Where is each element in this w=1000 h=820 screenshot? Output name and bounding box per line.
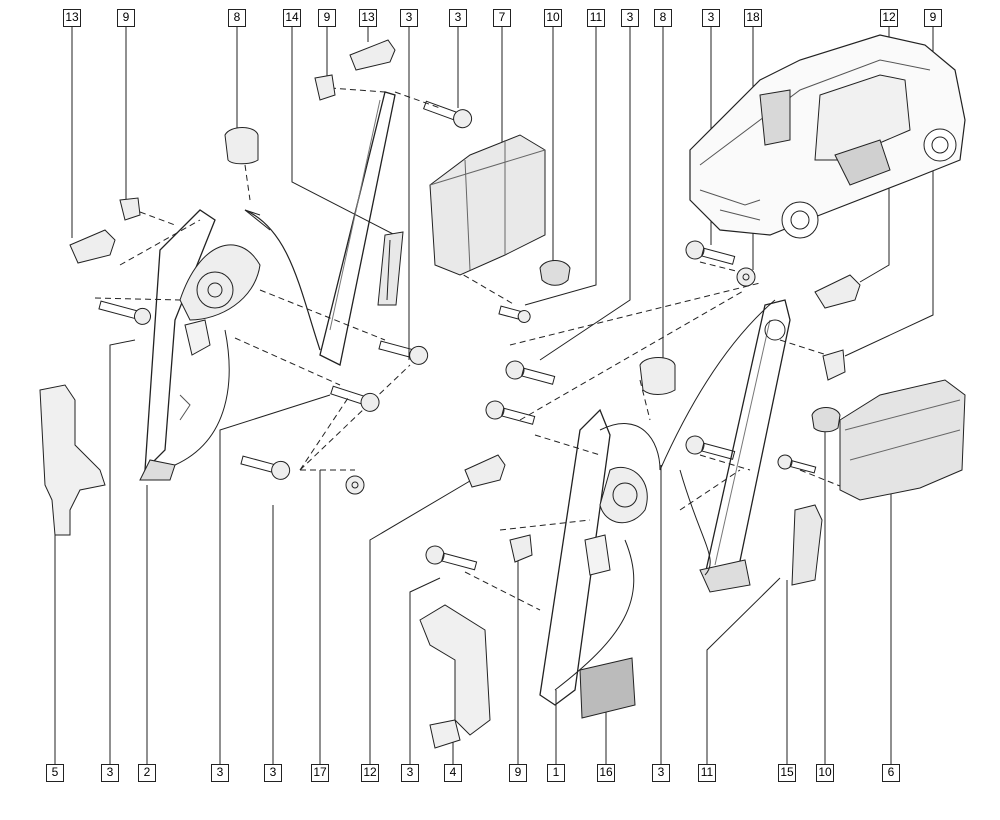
callout-label: 5 bbox=[46, 764, 64, 782]
callout-label: 8 bbox=[654, 9, 672, 27]
callout-label: 8 bbox=[228, 9, 246, 27]
bolts-part-3 bbox=[98, 100, 817, 571]
callout-label: 3 bbox=[401, 764, 419, 782]
callout-label: 2 bbox=[138, 764, 156, 782]
door-module-part-6 bbox=[839, 379, 966, 501]
left-window-regulator bbox=[139, 91, 396, 481]
right-window-regulator bbox=[539, 408, 661, 706]
callout-label: 7 bbox=[493, 9, 511, 27]
callout-label: 17 bbox=[311, 764, 329, 782]
guide-rail-part-14 bbox=[377, 231, 404, 306]
callout-label: 9 bbox=[509, 764, 527, 782]
callout-label: 3 bbox=[211, 764, 229, 782]
washers bbox=[345, 267, 756, 495]
callout-label: 3 bbox=[621, 9, 639, 27]
callout-label: 13 bbox=[63, 9, 81, 27]
callout-label: 10 bbox=[544, 9, 562, 27]
guide-rail-part-15 bbox=[791, 504, 823, 586]
callout-label: 11 bbox=[587, 9, 605, 27]
callout-label: 15 bbox=[778, 764, 796, 782]
callout-label: 10 bbox=[816, 764, 834, 782]
grommet-part-10 bbox=[539, 260, 841, 433]
clip-part-9 bbox=[119, 74, 846, 563]
callout-label: 12 bbox=[880, 9, 898, 27]
callout-label: 3 bbox=[652, 764, 670, 782]
callout-label: 3 bbox=[264, 764, 282, 782]
callout-label: 11 bbox=[698, 764, 716, 782]
callout-label: 9 bbox=[924, 9, 942, 27]
assembly-lines bbox=[94, 87, 851, 611]
callout-label: 6 bbox=[882, 764, 900, 782]
callout-label: 13 bbox=[359, 9, 377, 27]
bracket-part-5 bbox=[39, 384, 106, 536]
bracket-part-4 bbox=[419, 604, 491, 749]
clip-part-13 bbox=[69, 39, 861, 488]
callout-label: 16 bbox=[597, 764, 615, 782]
door-module-part-7 bbox=[429, 134, 546, 276]
callout-label: 3 bbox=[449, 9, 467, 27]
pad-part-16 bbox=[579, 657, 636, 719]
rear-window-regulator bbox=[659, 299, 791, 593]
callout-label: 3 bbox=[400, 9, 418, 27]
callout-label: 9 bbox=[117, 9, 135, 27]
leader-lines-bottom bbox=[54, 339, 892, 764]
callout-label: 1 bbox=[547, 764, 565, 782]
cap-part-8 bbox=[224, 127, 676, 395]
callout-label: 12 bbox=[361, 764, 379, 782]
callout-label: 9 bbox=[318, 9, 336, 27]
car-illustration bbox=[689, 34, 966, 239]
callout-label: 18 bbox=[744, 9, 762, 27]
callout-label: 14 bbox=[283, 9, 301, 27]
callout-label: 3 bbox=[101, 764, 119, 782]
callout-label: 3 bbox=[702, 9, 720, 27]
callout-label: 4 bbox=[444, 764, 462, 782]
